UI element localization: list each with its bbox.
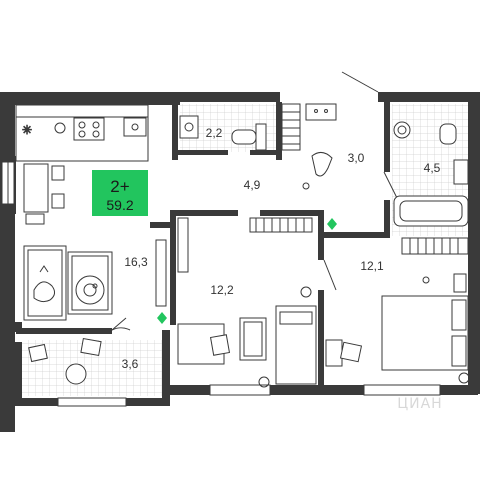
room-area-hallway: 4,9 (244, 178, 261, 192)
plant-icon (157, 218, 337, 324)
bed-icon (275, 305, 317, 385)
bedroom-left-furniture (177, 217, 317, 388)
room-area-bathroom-right: 4,5 (424, 161, 441, 175)
bathroom-top-fixtures (179, 115, 267, 151)
bathroom-right-fixtures (393, 121, 469, 227)
hallway-wardrobe (281, 103, 337, 151)
bathtub-icon (393, 195, 469, 227)
room-area-kitchen-living: 16,3 (124, 255, 148, 269)
kettle-icon (54, 122, 66, 134)
rooms-count-label: 2+ (110, 177, 129, 196)
toilet-icon (439, 123, 457, 145)
room-area-corridor: 3,0 (348, 151, 365, 165)
total-area-label: 59.2 (106, 197, 133, 213)
bed-icon (381, 295, 469, 371)
sink-icon (453, 159, 469, 185)
sofa (23, 245, 67, 321)
windows (1, 161, 441, 407)
sink-icon (123, 117, 147, 137)
ball-icon (300, 286, 312, 298)
room-area-bedroom-right: 12,1 (360, 259, 384, 273)
inner-walls (16, 102, 390, 385)
light-icon: ✳ (22, 123, 32, 137)
stove-icon (73, 117, 105, 141)
room-area-bathroom-top: 2,2 (206, 126, 223, 140)
area-badge (92, 170, 148, 216)
robot-vacuum-icon (75, 275, 105, 305)
room-area-balcony: 3,6 (122, 357, 139, 371)
dining-table (23, 163, 65, 225)
sink-icon (179, 115, 199, 139)
bedroom-right-furniture (325, 237, 470, 384)
toilet-icon (231, 129, 257, 145)
tv-stand (155, 239, 167, 307)
dog-icon (302, 152, 333, 190)
cat-icon (33, 265, 56, 303)
room-area-bedroom-left: 12,2 (210, 283, 234, 297)
watermark: ЦИАН (397, 396, 442, 412)
balcony-furniture (28, 337, 102, 385)
rug (67, 251, 113, 315)
washing-machine-icon (393, 121, 411, 139)
doors (111, 71, 399, 331)
kitchen-counter: ✳ (15, 104, 149, 162)
